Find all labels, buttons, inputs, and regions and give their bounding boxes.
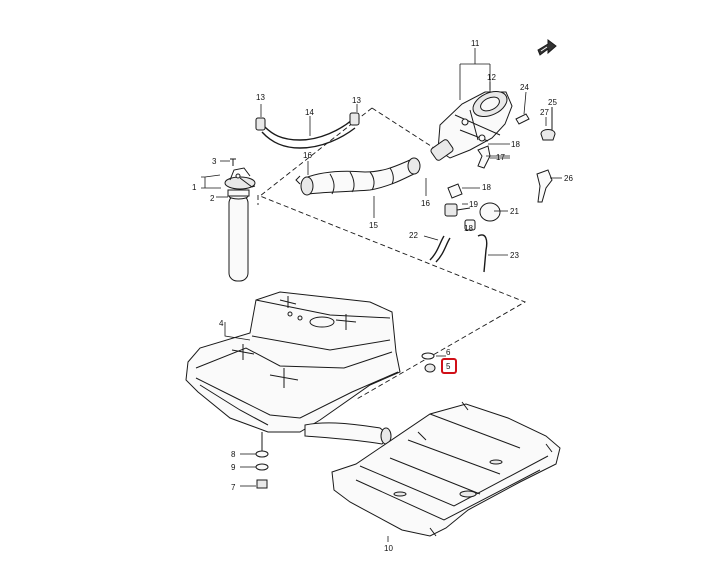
small-parts-right [423,91,562,273]
highlight-box-callout-5[interactable] [441,358,457,374]
assembly-dashed-lines [257,107,527,401]
callout-7: 7 [231,483,236,492]
filler-neck [430,90,513,161]
leader-4 [224,322,251,341]
callout-18a: 18 [511,140,520,149]
skid-plate [331,401,561,537]
callout-4: 4 [219,319,224,328]
callout-21: 21 [510,207,519,216]
callout-12: 12 [487,73,496,82]
callout-5: 5 [446,362,451,371]
hose-14 [255,112,360,149]
front-arrow-icon [537,39,557,56]
callout-9: 9 [231,463,236,472]
callout-1: 1 [192,183,197,192]
callout-23: 23 [510,251,519,260]
leaders-1-2-3 [201,160,230,198]
callout-16a: 16 [303,151,312,160]
callout-25: 25 [548,98,557,107]
callouts: 1 2 3 4 5 6 7 8 9 10 11 12 13 13 14 15 1… [192,39,573,553]
callout-16b: 16 [421,199,430,208]
callout-17: 17 [496,153,505,162]
callout-22: 22 [409,231,418,240]
callout-24: 24 [520,83,529,92]
callout-13a: 13 [256,93,265,102]
callout-15: 15 [369,221,378,230]
filler-hose-15 [295,157,421,196]
callout-26: 26 [564,174,573,183]
callout-27: 27 [540,108,549,117]
callout-11: 11 [471,39,480,48]
callout-2: 2 [210,194,215,203]
callout-8: 8 [231,450,236,459]
mount-parts-5-6 [421,352,446,373]
callout-3: 3 [212,157,217,166]
callout-18c: 18 [464,224,473,233]
fuel-gauge-unit [224,158,256,282]
leader-11 [459,48,491,100]
callout-19: 19 [469,200,478,209]
callout-6: 6 [446,348,451,357]
callout-13b: 13 [352,96,361,105]
bolts-7-8-9 [240,432,269,489]
fuel-tank [185,291,401,445]
callout-14: 14 [305,108,314,117]
callout-18b: 18 [482,183,491,192]
callout-10: 10 [384,544,393,553]
